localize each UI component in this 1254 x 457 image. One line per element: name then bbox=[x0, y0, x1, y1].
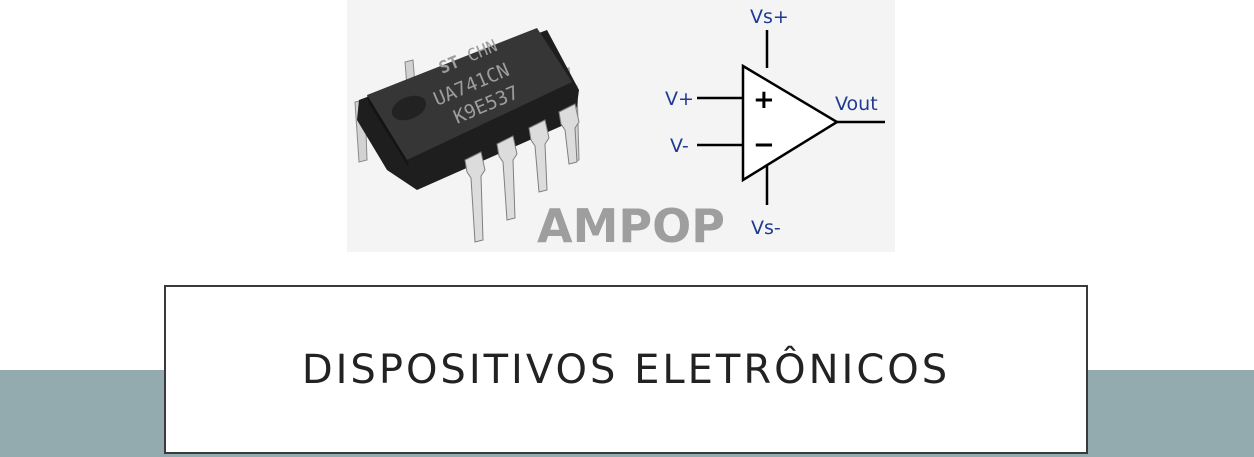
hero-image: ST CHN UA741CN K9E537 + − Vs+ bbox=[347, 0, 895, 252]
ic-chip-photo: ST CHN UA741CN K9E537 bbox=[354, 28, 580, 243]
label-vs-plus: Vs+ bbox=[750, 6, 789, 28]
ampop-watermark: AMPOP bbox=[537, 199, 725, 252]
label-v-plus: V+ bbox=[665, 88, 694, 110]
opamp-symbol: + − Vs+ V+ V- Vout Vs- bbox=[665, 6, 885, 239]
opamp-plus-sign: + bbox=[753, 85, 775, 115]
label-v-minus: V- bbox=[670, 135, 689, 157]
chip-markings: ST CHN UA741CN K9E537 bbox=[430, 36, 522, 128]
label-vout: Vout bbox=[835, 93, 878, 115]
label-vs-minus: Vs- bbox=[751, 217, 781, 239]
opamp-minus-sign: − bbox=[753, 130, 775, 160]
slide-title: DISPOSITIVOS ELETRÔNICOS bbox=[301, 346, 951, 393]
title-box: DISPOSITIVOS ELETRÔNICOS bbox=[164, 285, 1088, 454]
